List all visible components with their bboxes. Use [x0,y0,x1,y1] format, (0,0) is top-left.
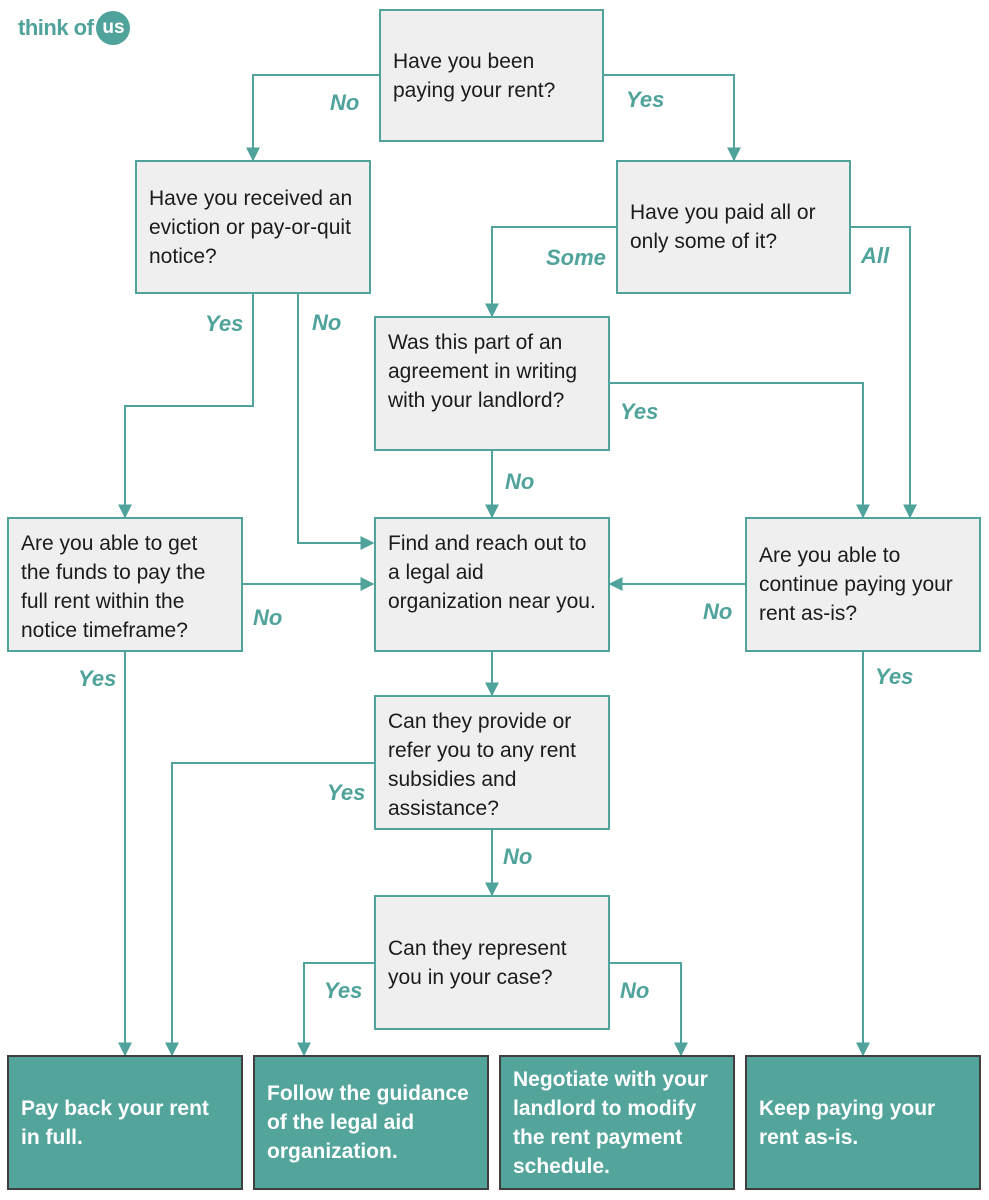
connector-notice-no [297,293,375,550]
question-represent-case: Can they represent you in your case? [374,895,610,1030]
question-rent-subsidies-text: Can they provide or refer you to any ren… [388,710,576,820]
connector-represent-yes [297,962,375,1057]
question-get-funds: Are you able to get the funds to pay the… [7,517,243,652]
question-rent-subsidies: Can they provide or refer you to any ren… [374,695,610,830]
label-q1-yes: Yes [626,87,665,112]
connector-represent-no [609,962,688,1057]
step-find-legal-aid: Find and reach out to a legal aid organi… [374,517,610,652]
label-notice-no: No [312,310,342,335]
label-subsidies-yes: Yes [327,780,366,805]
step-find-legal-aid-text: Find and reach out to a legal aid organi… [388,532,596,613]
label-funds-no: No [253,605,283,630]
outcome-pay-back-rent: Pay back your rent in full. [7,1055,243,1190]
label-agreement-no: No [505,469,535,494]
label-notice-yes: Yes [205,311,244,336]
connector-notice-yes [118,293,254,519]
question-continue-paying-text: Are you able to continue paying your ren… [759,544,953,625]
label-paid-all: All [861,243,890,268]
question-represent-case-text: Can they represent you in your case? [388,936,567,989]
label-represent-yes: Yes [324,978,363,1003]
connector-agreement-yes [609,382,870,519]
connector-paid-all [850,226,917,519]
question-get-funds-text: Are you able to get the funds to pay the… [21,532,206,642]
outcome-keep-paying-text: Keep paying your rent as-is. [759,1096,936,1149]
question-paying-rent: Have you been paying your rent? [379,9,604,142]
label-continue-no: No [703,599,733,624]
connector-paid-some [485,226,617,318]
outcome-negotiate-landlord: Negotiate with your landlord to modify t… [499,1055,735,1190]
outcome-follow-legal-aid: Follow the guidance of the legal aid org… [253,1055,489,1190]
question-paid-all-or-some-text: Have you paid all or only some of it? [630,201,816,253]
question-written-agreement: Was this part of an agreement in writing… [374,316,610,451]
outcome-follow-legal-aid-text: Follow the guidance of the legal aid org… [267,1082,469,1163]
label-agreement-yes: Yes [620,399,659,424]
logo-badge: us [96,11,131,45]
connector-q1-no [246,74,380,162]
label-represent-no: No [620,978,650,1003]
outcome-negotiate-landlord-text: Negotiate with your landlord to modify t… [513,1067,708,1178]
outcome-keep-paying: Keep paying your rent as-is. [745,1055,981,1190]
label-subsidies-no: No [503,844,533,869]
outcome-pay-back-rent-text: Pay back your rent in full. [21,1096,209,1149]
label-continue-yes: Yes [875,664,914,689]
logo-wordmark: think of [18,15,94,40]
question-continue-paying: Are you able to continue paying your ren… [745,517,981,652]
connector-q1-yes [603,74,741,162]
label-funds-yes: Yes [78,666,117,691]
label-q1-no: No [330,90,360,115]
question-eviction-notice-text: Have you received an eviction or pay-or-… [149,186,353,268]
question-paying-rent-text: Have you been paying your rent? [393,49,556,102]
label-paid-some: Some [546,245,606,270]
question-paid-all-or-some: Have you paid all or only some of it? [616,160,851,294]
think-of-us-logo: think of us [18,10,131,46]
question-written-agreement-text: Was this part of an agreement in writing… [388,331,578,412]
connector-subsidies-yes [165,762,375,1057]
question-eviction-notice: Have you received an eviction or pay-or-… [135,160,371,294]
